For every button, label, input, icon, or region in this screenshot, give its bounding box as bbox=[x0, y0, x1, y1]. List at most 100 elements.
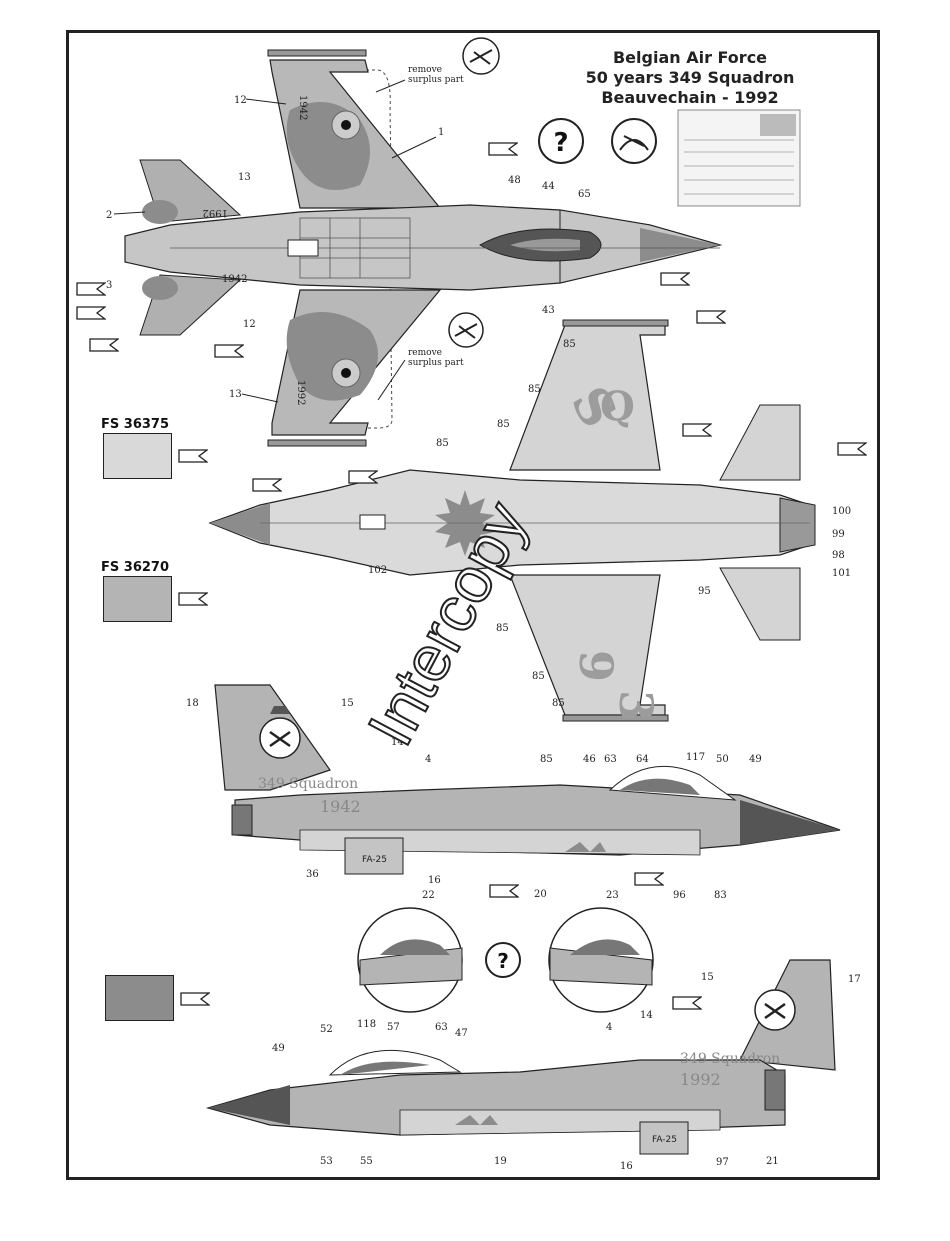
bottom-wing-lettering-3: 9 bbox=[569, 650, 623, 682]
upper-side-squadron-text: 349 Squadron bbox=[258, 776, 358, 792]
svg-text:85: 85 bbox=[532, 671, 545, 682]
svg-text:46: 46 bbox=[583, 754, 596, 765]
upper-side-year-text: 1942 bbox=[320, 797, 361, 816]
detail-circle-left bbox=[357, 907, 463, 1013]
title-line-2: 50 years 349 Squadron bbox=[585, 68, 795, 87]
scissors-icon-2 bbox=[448, 312, 484, 348]
svg-text:43: 43 bbox=[542, 305, 555, 316]
svg-text:49: 49 bbox=[272, 1043, 285, 1054]
svg-text:95: 95 bbox=[698, 586, 711, 597]
swatch-label-fs36375: FS 36375 bbox=[101, 417, 169, 432]
svg-text:100: 100 bbox=[832, 506, 851, 517]
top-view-year-lower: 1942 bbox=[222, 274, 247, 285]
decal-flag-1 bbox=[488, 142, 518, 156]
svg-text:85: 85 bbox=[563, 339, 576, 350]
sheet-title: Belgian Air Force 50 years 349 Squadron … bbox=[560, 48, 820, 108]
callout-numbers-detail: 22 23 bbox=[422, 890, 619, 901]
svg-text:64: 64 bbox=[636, 754, 649, 765]
svg-text:12: 12 bbox=[243, 319, 256, 330]
decal-flag-14 bbox=[672, 996, 702, 1010]
svg-text:20: 20 bbox=[534, 889, 547, 900]
svg-text:19: 19 bbox=[494, 1156, 507, 1167]
color-swatch-fs36270 bbox=[103, 576, 172, 622]
svg-text:44: 44 bbox=[542, 181, 555, 192]
remove-note-bottom-1: remove bbox=[408, 348, 442, 358]
detail-circle-right bbox=[548, 907, 654, 1013]
svg-text:2: 2 bbox=[106, 210, 112, 221]
svg-text:57: 57 bbox=[387, 1022, 400, 1033]
side-view-lower-aircraft: 349 Squadron 1992 FA-25 bbox=[205, 959, 836, 1155]
swatch-flag-2 bbox=[178, 592, 208, 606]
top-view-aircraft: 1992 1942 1942 1992 bbox=[124, 49, 723, 447]
bottom-wing-lettering-2: Q bbox=[600, 383, 635, 430]
svg-text:98: 98 bbox=[832, 550, 845, 561]
svg-text:1: 1 bbox=[438, 127, 444, 138]
svg-text:83: 83 bbox=[714, 890, 727, 901]
bottom-wing-lettering-4: 3 bbox=[609, 690, 663, 722]
svg-text:117: 117 bbox=[686, 752, 705, 763]
svg-text:85: 85 bbox=[496, 623, 509, 634]
svg-text:49: 49 bbox=[749, 754, 762, 765]
svg-text:85: 85 bbox=[552, 698, 565, 709]
svg-text:85: 85 bbox=[497, 419, 510, 430]
svg-text:55: 55 bbox=[360, 1156, 373, 1167]
svg-text:3: 3 bbox=[106, 280, 112, 291]
question-icon-2: ? bbox=[485, 942, 521, 978]
svg-text:14: 14 bbox=[391, 737, 404, 748]
svg-text:102: 102 bbox=[368, 565, 387, 576]
top-view-wing-year-1: 1942 bbox=[297, 95, 308, 120]
top-view-year-upper: 1992 bbox=[203, 207, 228, 218]
remove-note-bottom-2: surplus part bbox=[408, 358, 464, 368]
lower-side-code: FA-25 bbox=[652, 1135, 677, 1145]
title-line-3: Beauvechain - 1992 bbox=[601, 88, 779, 107]
remove-note-top-2: surplus part bbox=[408, 75, 464, 85]
side-view-upper-aircraft: 349 Squadron 1942 FA-25 bbox=[214, 684, 841, 875]
svg-text:16: 16 bbox=[620, 1161, 633, 1172]
svg-text:21: 21 bbox=[766, 1156, 779, 1167]
swatch-label-fs36270: FS 36270 bbox=[101, 560, 169, 575]
svg-text:47: 47 bbox=[455, 1028, 468, 1039]
svg-text:4: 4 bbox=[425, 754, 431, 765]
svg-text:85: 85 bbox=[540, 754, 553, 765]
svg-text:?: ? bbox=[497, 949, 509, 973]
callout-numbers-bottom-view: 85 85 85 85 85 85 85 102 95 100 99 98 10… bbox=[368, 339, 851, 709]
svg-text:4: 4 bbox=[606, 1022, 612, 1033]
callout-numbers-top-view: 12 1 13 2 3 12 13 48 44 65 43 bbox=[106, 95, 591, 403]
svg-text:?: ? bbox=[553, 128, 568, 158]
svg-text:85: 85 bbox=[528, 384, 541, 395]
svg-text:48: 48 bbox=[508, 175, 521, 186]
swatch-flag-1 bbox=[178, 449, 208, 463]
remove-note-top-1: remove bbox=[408, 65, 442, 75]
svg-text:65: 65 bbox=[578, 189, 591, 200]
svg-text:99: 99 bbox=[832, 529, 845, 540]
decal-flag-5 bbox=[89, 338, 119, 352]
svg-text:14: 14 bbox=[640, 1010, 653, 1021]
svg-text:50: 50 bbox=[716, 754, 729, 765]
bottom-view-aircraft: S Q 9 3 bbox=[208, 319, 816, 722]
top-view-wing-year-2: 1992 bbox=[295, 380, 306, 405]
decal-flag-8 bbox=[682, 423, 712, 437]
svg-text:17: 17 bbox=[848, 974, 861, 985]
color-swatch-dark-grey bbox=[105, 975, 174, 1021]
callout-numbers-side-upper: 18 15 14 4 85 46 63 64 117 50 49 36 16 2… bbox=[186, 698, 762, 901]
swatch-flag-3 bbox=[180, 992, 210, 1006]
svg-text:13: 13 bbox=[229, 389, 242, 400]
decal-flag-13 bbox=[634, 872, 664, 886]
svg-text:85: 85 bbox=[436, 438, 449, 449]
svg-text:52: 52 bbox=[320, 1024, 333, 1035]
svg-text:13: 13 bbox=[238, 172, 251, 183]
svg-text:18: 18 bbox=[186, 698, 199, 709]
decal-water-icon bbox=[611, 118, 657, 164]
decal-flag-3 bbox=[76, 282, 106, 296]
lower-side-squadron-text: 349 Squadron bbox=[680, 1051, 780, 1067]
decal-flag-9 bbox=[837, 442, 867, 456]
svg-text:96: 96 bbox=[673, 890, 686, 901]
decal-flag-7 bbox=[696, 310, 726, 324]
decal-flag-4 bbox=[76, 306, 106, 320]
svg-text:23: 23 bbox=[606, 890, 619, 901]
scissors-icon-1 bbox=[462, 37, 500, 75]
decal-sheet-thumbnail bbox=[677, 109, 801, 207]
svg-text:63: 63 bbox=[604, 754, 617, 765]
decal-flag-11 bbox=[252, 478, 282, 492]
